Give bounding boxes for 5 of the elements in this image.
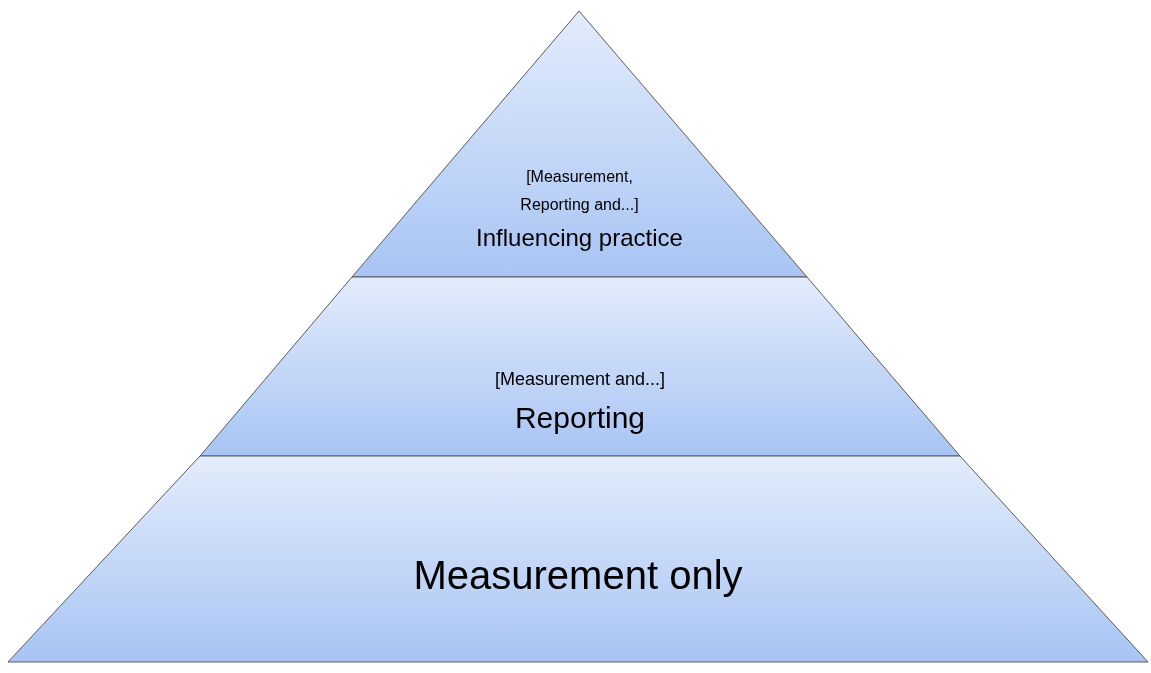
tier-label: Influencing practice (476, 223, 683, 253)
tier-label: [Measurement, Reporting and...] (519, 167, 640, 215)
tier-label: Measurement only (413, 552, 743, 599)
tier-label: Reporting (514, 400, 646, 436)
tier-label: [Measurement and...] (494, 368, 666, 391)
